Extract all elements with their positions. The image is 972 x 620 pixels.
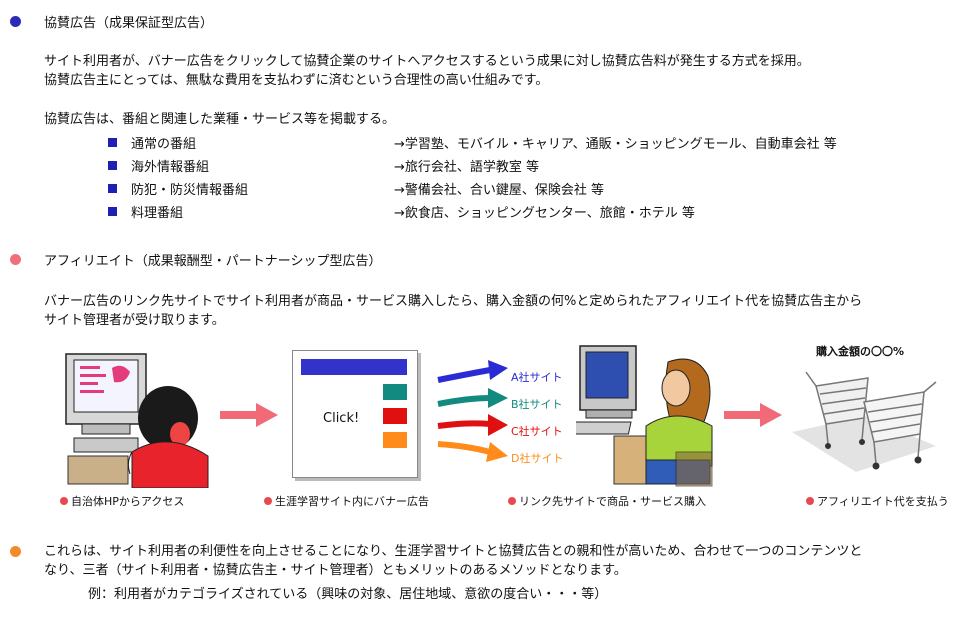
section1-bullet-icon [10,16,21,27]
section2-paragraph: バナー広告のリンク先サイトでサイト利用者が商品・サービス購入したら、購入金額の何… [44,292,862,330]
list-item-value: →警備会社、合い鍵屋、保険会社 等 [394,182,605,198]
click-label: Click! [323,411,360,426]
list-item-value: →飲食店、ショッピングセンター、旅館・ホテル 等 [394,205,695,221]
list-item-value: →旅行会社、語学教室 等 [394,159,540,175]
caption-text: 生涯学習サイト内にバナー広告 [275,495,429,508]
section1-heading: 協賛広告（成果保証型広告） [44,16,214,31]
list-item: 海外情報番組 [108,154,209,176]
list-item: 通常の番組 [108,131,196,153]
square-bullet-icon [108,183,117,193]
arrow-site-b-icon [437,388,508,408]
caption-bullet-icon [264,497,272,505]
arrow-right-icon [220,403,278,427]
section2-bullet-icon [10,254,21,265]
square-bullet-icon [108,137,117,147]
section3-paragraph: これらは、サイト利用者の利便性を向上させることになり、生涯学習サイトと協賛広告と… [44,542,862,580]
arrow-site-d-icon [437,441,508,462]
site-arrows [437,360,508,462]
caption-text: 自治体HPからアクセス [71,495,185,508]
list-item: 料理番組 [108,200,183,222]
banner-square-orange[interactable] [383,432,407,448]
banner-bar [301,359,407,375]
section2-line-2: サイト管理者が受け取ります。 [44,313,225,328]
section1-line-2: 協賛広告主にとっては、無駄な費用を支払わずに済むという合理性の高い仕組みです。 [44,73,549,88]
list-item-label: 防犯・防災情報番組 [131,182,249,198]
section2-heading: アフィリエイト（成果報酬型・パートナーシップ型広告） [44,254,382,269]
list-item-label: 料理番組 [131,205,184,221]
square-bullet-icon [108,160,117,170]
arrow-site-c-icon [437,414,508,436]
section3-line-2: なり、三者（サイト利用者・協賛広告主・サイト管理者）ともメリットのあるメソッドと… [44,563,627,578]
shopping-carts-icon [792,371,937,472]
site-c-label: C社サイト [511,425,563,438]
caption-bullet-icon [60,497,68,505]
site-a-label: A社サイト [511,371,563,384]
site-d-label: D社サイト [511,452,564,465]
square-bullet-icon [108,206,117,216]
list-item-value: →学習塾、モバイル・キャリア、通販・ショッピングモール、自動車会社 等 [394,136,837,152]
arrow-site-a-icon [437,360,508,383]
caption-banner: 生涯学習サイト内にバナー広告 [264,493,429,509]
person-at-computer-icon [65,353,209,488]
banner-page-frame: Click! [292,350,418,478]
section3-line-1: これらは、サイト利用者の利便性を向上させることになり、生涯学習サイトと協賛広告と… [44,544,863,559]
caption-bullet-icon [806,497,814,505]
shopper-at-computer-icon [576,345,713,487]
section2-line-1: バナー広告のリンク先サイトでサイト利用者が商品・サービス購入したら、購入金額の何… [44,294,863,309]
site-b-label: B社サイト [511,398,563,411]
list-item-label: 海外情報番組 [131,159,210,175]
banner-square-red[interactable] [383,408,407,424]
list-item-label: 通常の番組 [131,136,197,152]
section1-paragraph: サイト利用者が、バナー広告をクリックして協賛企業のサイトへアクセスするという成果… [44,52,810,90]
list-item: 防犯・防災情報番組 [108,177,248,199]
purchase-amount-label: 購入金額の〇〇% [816,345,905,358]
caption-text: アフィリエイト代を支払う [817,495,949,508]
arrow-right-icon [724,403,782,427]
caption-pay: アフィリエイト代を支払う [806,493,949,509]
banner-square-teal[interactable] [383,384,407,400]
section3-bullet-icon [10,546,21,557]
caption-bullet-icon [508,497,516,505]
caption-purchase: リンク先サイトで商品・サービス購入 [508,493,706,509]
caption-text: リンク先サイトで商品・サービス購入 [519,495,706,508]
caption-access: 自治体HPからアクセス [60,493,184,509]
section3-example: 例：利用者がカテゴライズされている（興味の対象、居住地域、意欲の度合い・・・等） [88,587,608,602]
section1-line-1: サイト利用者が、バナー広告をクリックして協賛企業のサイトへアクセスするという成果… [44,54,810,69]
section1-list-intro: 協賛広告は、番組と関連した業種・サービス等を掲載する。 [44,112,396,127]
